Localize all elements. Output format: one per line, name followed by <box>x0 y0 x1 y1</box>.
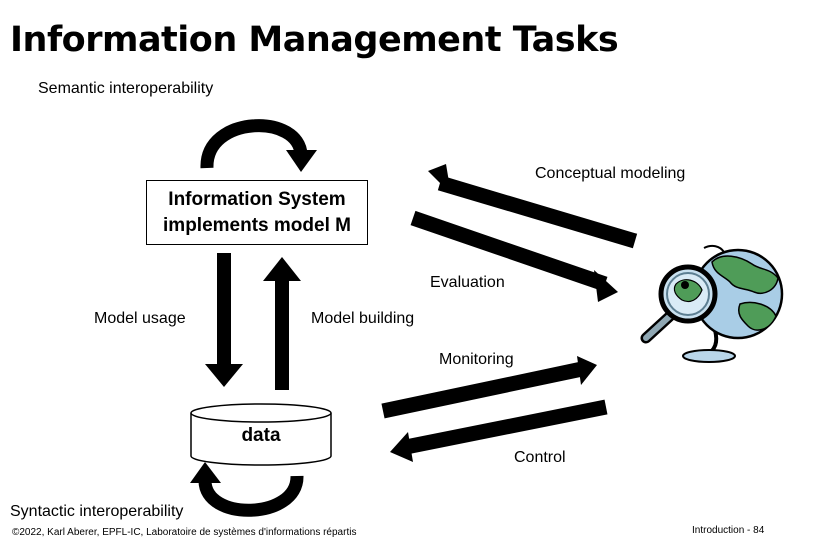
information-system-line1: Information System <box>168 188 346 210</box>
conceptual-modeling-arrow <box>428 164 638 249</box>
information-system-box: Information System implements model M <box>146 180 368 245</box>
model-usage-label: Model usage <box>94 310 186 327</box>
syntactic-interoperability-label: Syntactic interoperability <box>10 503 184 520</box>
footer-page: Introduction - 84 <box>692 525 765 536</box>
semantic-loop-arrow <box>200 119 317 172</box>
globe-with-magnifier-icon <box>640 244 784 363</box>
evaluation-arrow <box>410 210 618 302</box>
model-usage-arrow <box>205 253 243 387</box>
monitoring-arrow <box>381 356 597 419</box>
semantic-interoperability-label: Semantic interoperability <box>38 80 214 97</box>
information-system-line2: implements model M <box>163 214 351 236</box>
evaluation-label: Evaluation <box>430 274 505 291</box>
monitoring-label: Monitoring <box>439 351 514 368</box>
data-cylinder <box>190 403 332 466</box>
model-building-label: Model building <box>311 310 415 327</box>
control-arrow <box>390 399 608 462</box>
footer-copyright: ©2022, Karl Aberer, EPFL-IC, Laboratoire… <box>12 527 357 538</box>
data-label: data <box>241 425 281 446</box>
control-label: Control <box>514 449 566 466</box>
syntactic-loop-arrow <box>190 462 304 517</box>
slide-title: Information Management Tasks <box>10 20 619 60</box>
model-building-arrow <box>263 257 301 390</box>
conceptual-modeling-label: Conceptual modeling <box>535 165 686 182</box>
